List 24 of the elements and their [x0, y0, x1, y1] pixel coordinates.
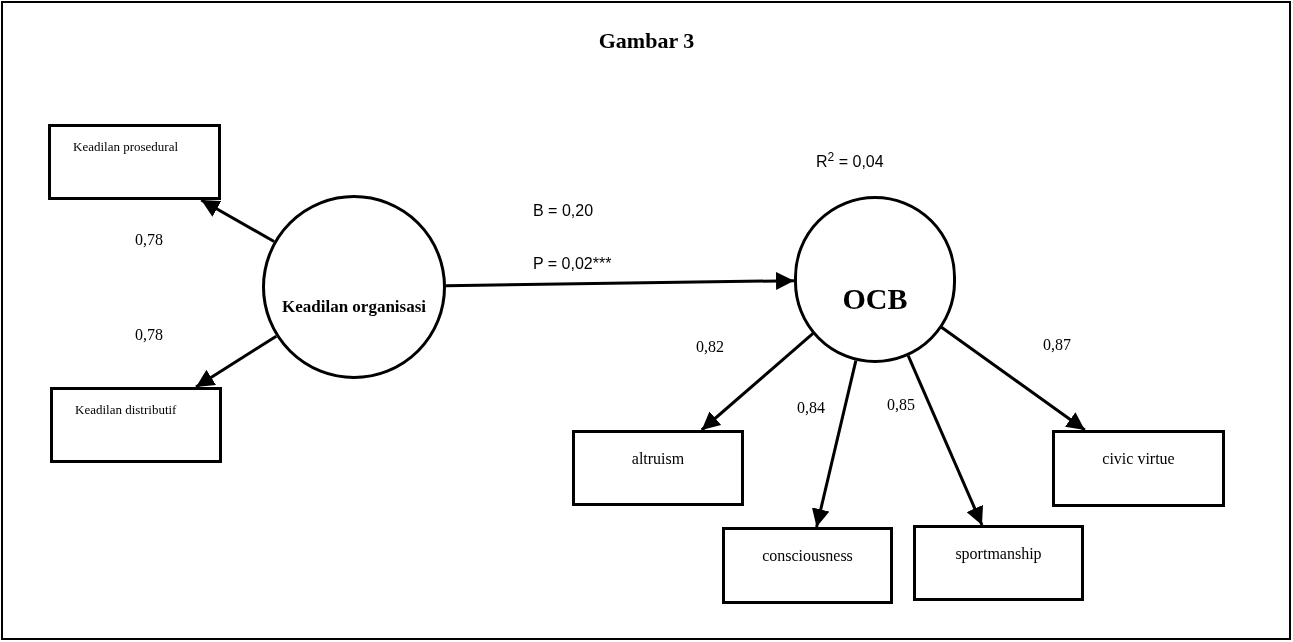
arrow	[200, 198, 275, 243]
arrow	[700, 332, 815, 432]
arrow	[940, 325, 1086, 432]
indicator-box	[722, 527, 893, 604]
indicator-box	[913, 525, 1084, 601]
node-label: Keadilan prosedural	[73, 138, 179, 156]
arrow	[445, 271, 795, 290]
node-label: civic virtue	[1102, 449, 1175, 469]
node-label: altruism	[631, 449, 685, 469]
node-label: Keadilan distributif	[75, 401, 177, 419]
indicator-box	[48, 124, 221, 200]
indicator-box	[572, 430, 744, 506]
coefficient-label: B = 0,20	[533, 201, 594, 221]
indicator-box	[50, 387, 222, 463]
indicator-box	[1052, 430, 1225, 507]
node-label: Keadilan organisasi	[281, 296, 427, 318]
r-squared-label: R$^{2}$ = 0,04	[816, 150, 884, 172]
coefficient-label: P = 0,02***	[533, 254, 612, 274]
arrow	[195, 334, 278, 389]
node-label: sportmanship	[955, 544, 1042, 565]
node-label: consciousness	[762, 546, 853, 566]
arrow	[906, 355, 984, 526]
title: Gambar 3	[597, 28, 696, 54]
node-label: OCB	[842, 281, 908, 317]
